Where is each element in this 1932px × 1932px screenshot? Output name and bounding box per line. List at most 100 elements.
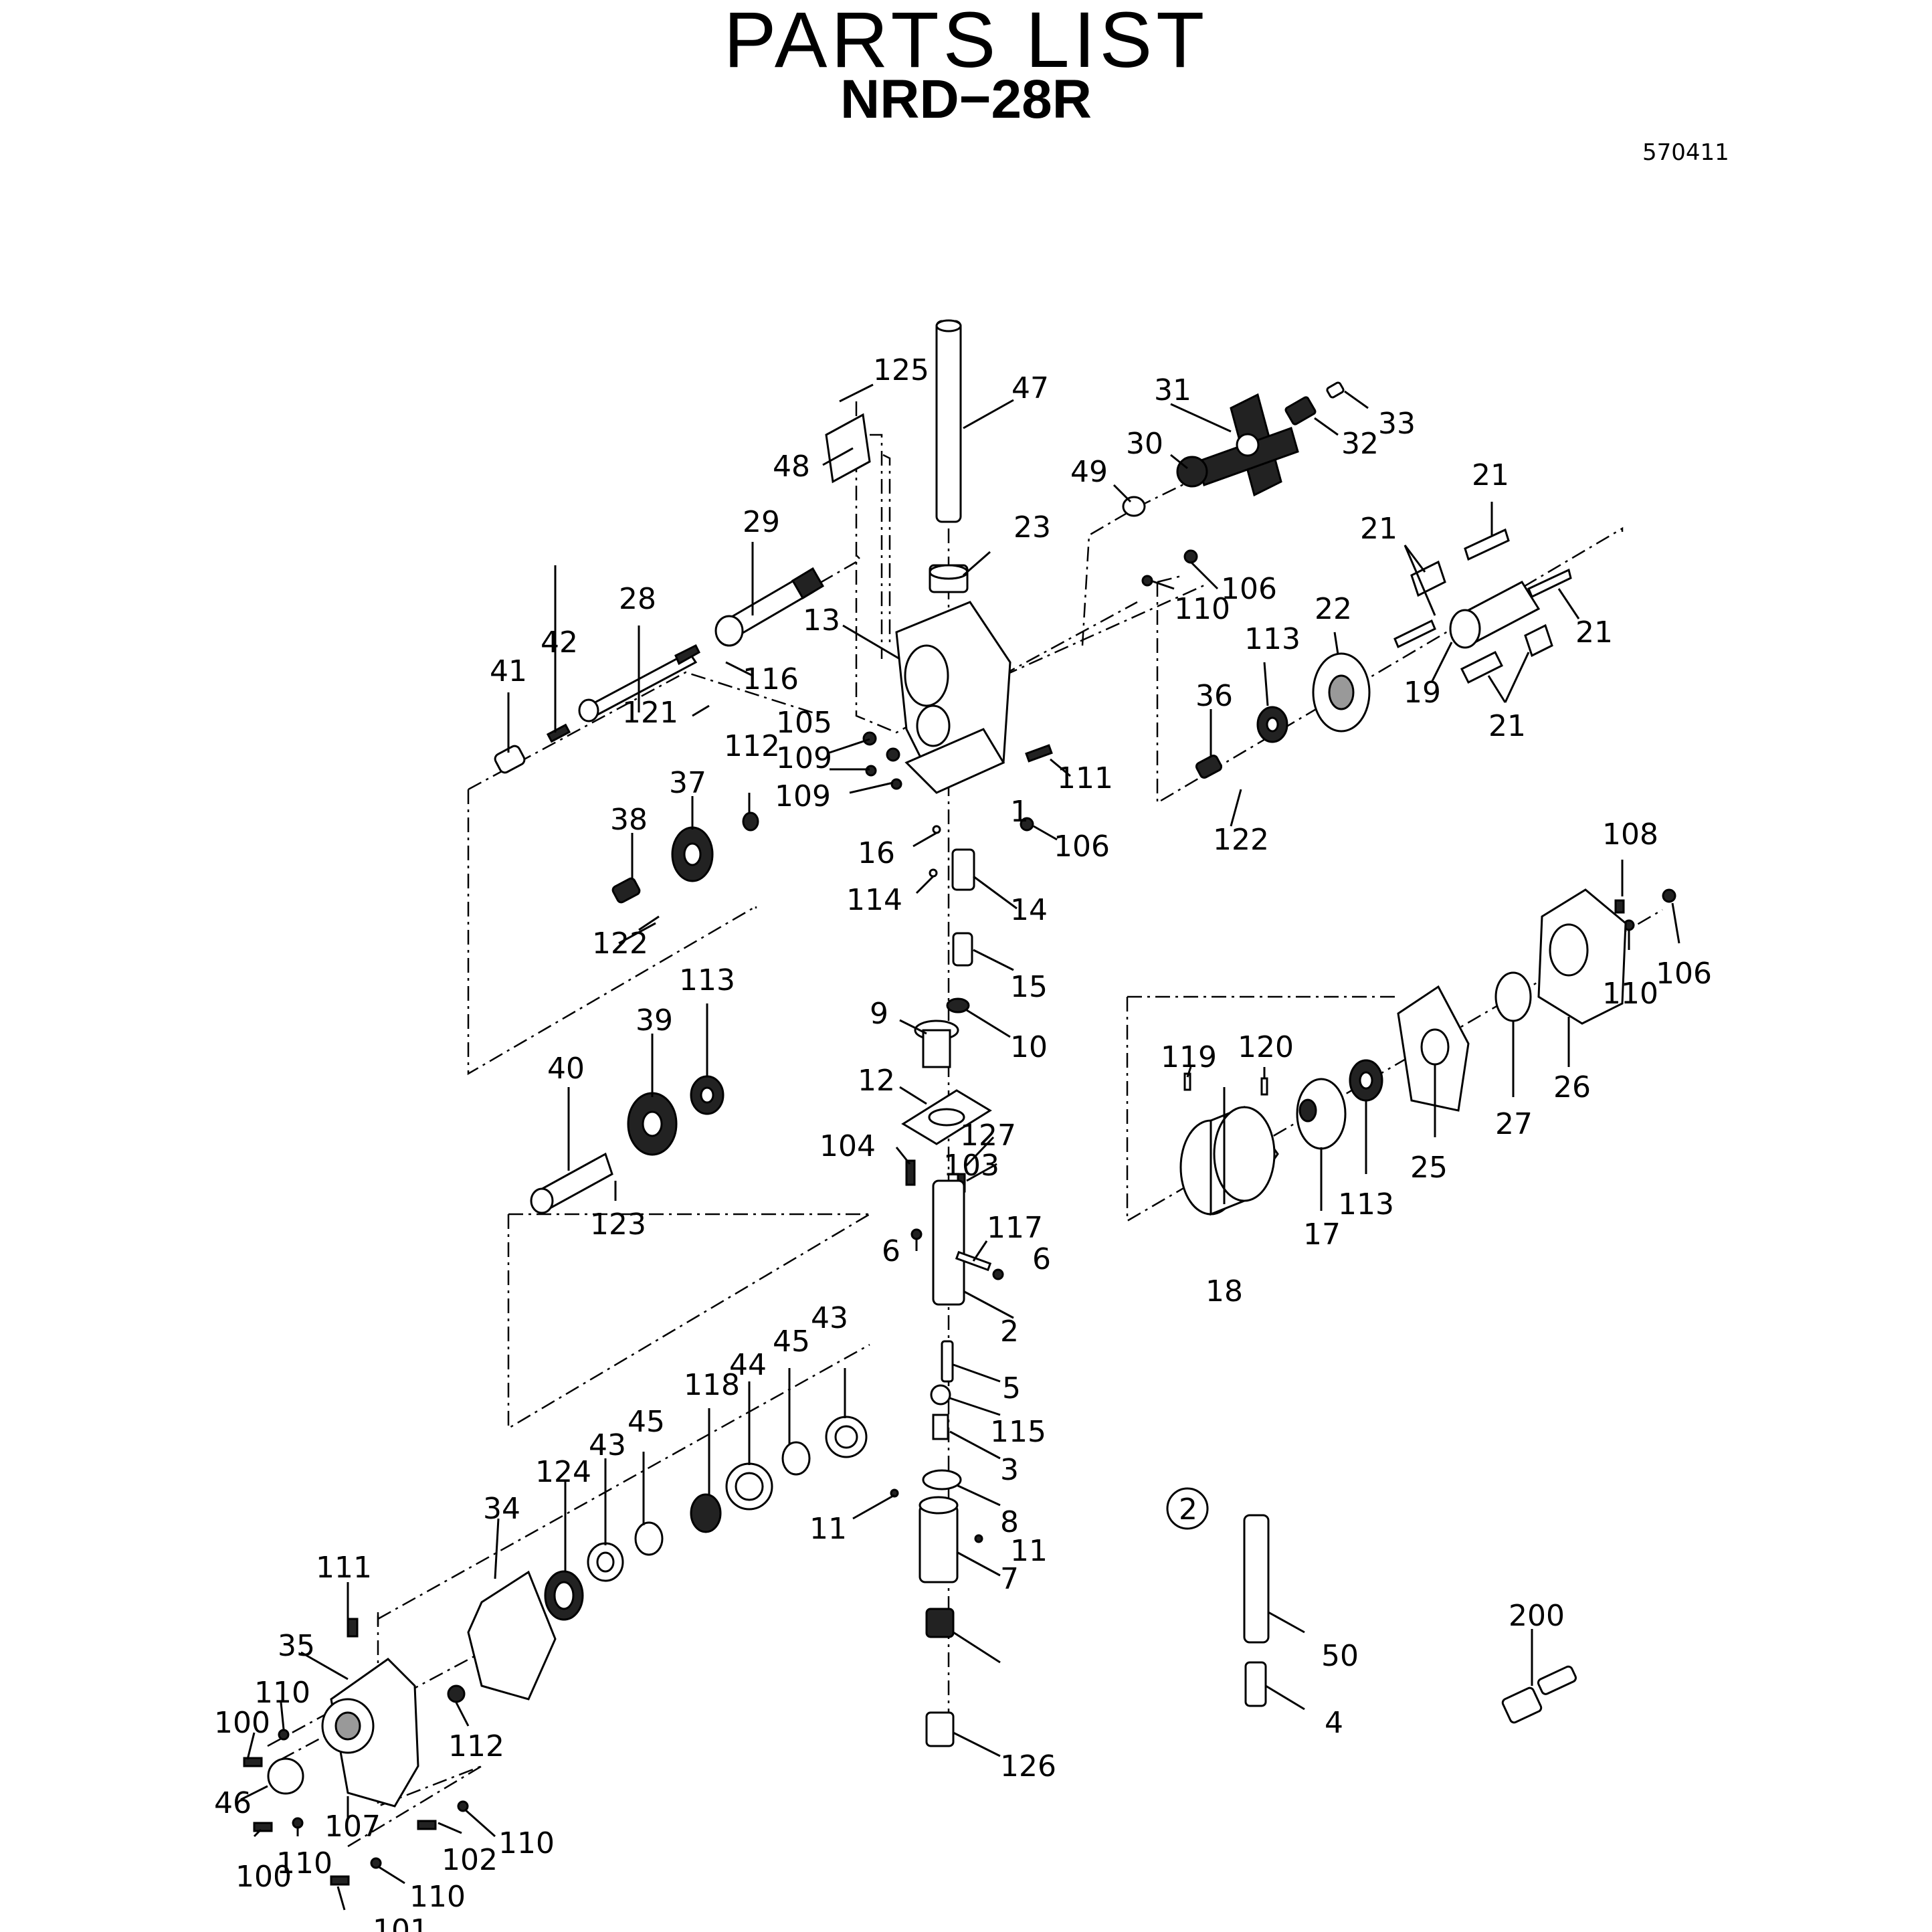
part-32-pin: [1284, 396, 1317, 425]
callout-112b: 112: [448, 1729, 504, 1763]
callout-7: 7: [1000, 1562, 1019, 1596]
callout-126: 126: [1000, 1749, 1056, 1783]
part-1-fitting: [925, 1608, 955, 1638]
callout-26: 26: [1553, 1070, 1591, 1104]
part-8-ring: [922, 1469, 962, 1490]
callout-110d: 110: [276, 1846, 332, 1880]
model-number: NRD−28R: [840, 69, 1092, 130]
callout-121: 121: [622, 696, 678, 730]
part-49-washer: [1122, 496, 1146, 517]
callout-33: 33: [1378, 407, 1416, 441]
callout-10: 10: [1010, 1030, 1048, 1064]
callout-27: 27: [1495, 1107, 1533, 1141]
callout-41: 41: [490, 654, 527, 688]
part-118-needle-bearing: [690, 1493, 722, 1533]
part-4-sleeve: [1244, 1661, 1267, 1707]
callout-6a: 6: [882, 1234, 900, 1268]
part-40-shaft: [530, 1152, 613, 1214]
callout-106a: 106: [1221, 572, 1277, 606]
part-3-spring: [932, 1414, 949, 1440]
callout-109a: 109: [776, 741, 832, 775]
callout-23: 23: [1013, 510, 1051, 545]
part-38-pinion: [611, 877, 641, 904]
part-15-sleeve: [952, 932, 973, 967]
part-112-ring: [742, 811, 759, 832]
callout-109b: 109: [775, 779, 831, 813]
callout-43b: 43: [589, 1428, 626, 1462]
callout-127: 127: [960, 1119, 1016, 1153]
part-28-shaft: [578, 644, 700, 722]
callout-105: 105: [776, 706, 832, 740]
callout-50: 50: [1321, 1639, 1359, 1673]
part-47-shaft: [935, 320, 962, 523]
callout-113b: 113: [679, 963, 735, 997]
callout-38: 38: [610, 803, 648, 837]
callout-48: 48: [773, 450, 810, 484]
callout-113c: 113: [1338, 1187, 1394, 1222]
callout-40: 40: [547, 1052, 585, 1086]
callout-110a: 110: [1174, 592, 1230, 626]
part-10-cap: [946, 997, 970, 1013]
callout-125: 125: [873, 353, 929, 387]
callout-28: 28: [619, 582, 656, 616]
callout-3: 3: [1000, 1453, 1019, 1487]
part-19-rotor: [1449, 581, 1541, 649]
callout-16: 16: [858, 836, 895, 870]
callout-21d: 21: [1488, 709, 1526, 743]
callout-25: 25: [1410, 1151, 1448, 1185]
part-18-cylinder: [1179, 1106, 1279, 1216]
part-45-ring: [781, 1441, 811, 1476]
part-41-sleeve: [494, 745, 526, 774]
part-34-gasket: [467, 1570, 557, 1701]
callout-123: 123: [590, 1208, 646, 1242]
callout-119: 119: [1161, 1040, 1217, 1074]
page-title: PARTS LIST: [723, 0, 1209, 84]
callout-31: 31: [1154, 373, 1191, 407]
callout-42: 42: [541, 625, 578, 660]
callout-32: 32: [1341, 427, 1379, 461]
callout-117: 117: [987, 1211, 1043, 1245]
callout-37: 37: [669, 766, 706, 800]
part-21-vane: [1527, 568, 1572, 599]
part-33-pin: [1326, 381, 1345, 399]
callout-111b: 111: [316, 1551, 372, 1585]
callout-18: 18: [1205, 1274, 1243, 1309]
part-46-sleeve: [267, 1757, 304, 1795]
callout-106b: 106: [1054, 830, 1110, 864]
callout-118: 118: [684, 1368, 740, 1402]
part-48-plate: [825, 413, 871, 484]
callout-46: 46: [214, 1786, 252, 1820]
part-5-pin: [941, 1340, 954, 1383]
part-126-fitting: [925, 1711, 955, 1747]
callout-110f: 110: [409, 1880, 466, 1914]
callout-107: 107: [324, 1810, 381, 1844]
callout-110b: 110: [1602, 977, 1658, 1011]
part-200-fitting: [1501, 1665, 1577, 1724]
callout-39: 39: [636, 1003, 673, 1038]
callout-112a: 112: [724, 729, 780, 763]
part-27-ring: [1494, 971, 1532, 1022]
callout-113a: 113: [1244, 622, 1300, 656]
callout-101: 101: [373, 1913, 429, 1932]
part-35-housing: [321, 1658, 419, 1808]
callout-106c: 106: [1656, 957, 1712, 991]
callout-8: 8: [1000, 1505, 1019, 1539]
callout-21a: 21: [1472, 458, 1509, 492]
part-14-bushing: [951, 848, 975, 891]
callout-200: 200: [1509, 1599, 1565, 1633]
callout-11a: 11: [809, 1512, 847, 1546]
callout-108: 108: [1602, 817, 1658, 852]
part-9-valve: [914, 1020, 959, 1068]
callout-45a: 45: [773, 1325, 810, 1359]
callout-100b: 100: [235, 1860, 292, 1894]
leader-lines: [240, 383, 1680, 1911]
callout-103: 103: [943, 1149, 999, 1183]
callout-47: 47: [1011, 371, 1049, 405]
callout-34: 34: [483, 1492, 520, 1526]
part-2-valve: [932, 1179, 965, 1306]
callout-114: 114: [846, 883, 902, 917]
callout-labels: 1 2 3 4 5 6 6 7 8 9 10 11 11 12 13 14 15…: [214, 353, 1712, 1932]
callout-36: 36: [1195, 679, 1233, 713]
